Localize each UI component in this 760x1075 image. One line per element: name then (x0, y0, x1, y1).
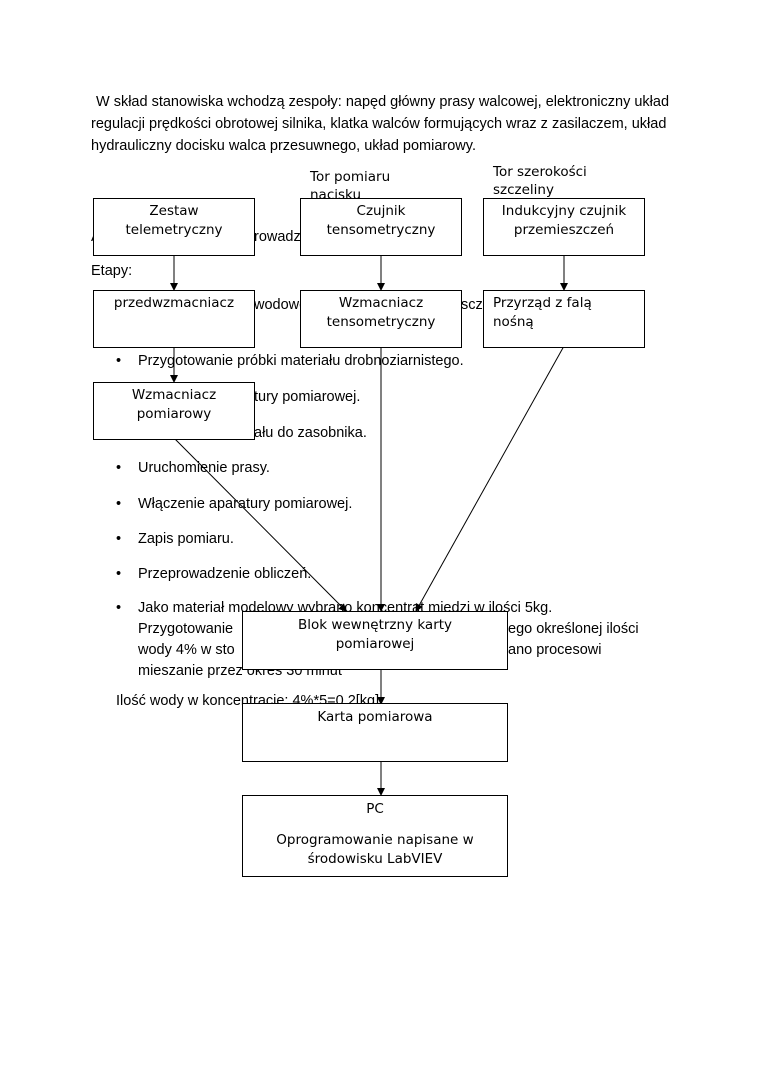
intro-paragraph: W skład stanowiska wchodzą zespoły: napę… (91, 94, 670, 154)
hidden-fragment-rowadz: rowadz (254, 229, 301, 245)
step-item-5: •Włączenie aparatury pomiarowej. (116, 496, 353, 512)
etapy-heading: Etapy: (91, 263, 133, 279)
step-item-7: •Przeprowadzenie obliczeń. (116, 566, 312, 582)
step-item-8-line2b: ego określonej ilości (508, 621, 639, 637)
hidden-fragment-scz: scz (461, 297, 483, 313)
step-item-8-line3a: wody 4% w sto (138, 642, 235, 658)
step-item-3: ału do zasobnika. (254, 425, 367, 441)
hidden-fragment-wodowe: wodowe (254, 297, 308, 313)
step-item-2: tury pomiarowej. (254, 389, 361, 405)
arrow-carrier-to-block (415, 345, 565, 612)
step-item-1: •Przygotowanie próbki materiału drobnozi… (116, 353, 464, 369)
step-item-8-line3b: ano procesowi (508, 642, 602, 658)
box-preamplifier: przedwzmacniacz (93, 290, 255, 348)
arrow-measamp-to-block (173, 437, 347, 612)
step-item-6: •Zapis pomiaru. (116, 531, 234, 547)
step-item-8-line2a: Przygotowanie (138, 621, 234, 637)
box-measurement-card: Karta pomiarowa (242, 703, 508, 762)
